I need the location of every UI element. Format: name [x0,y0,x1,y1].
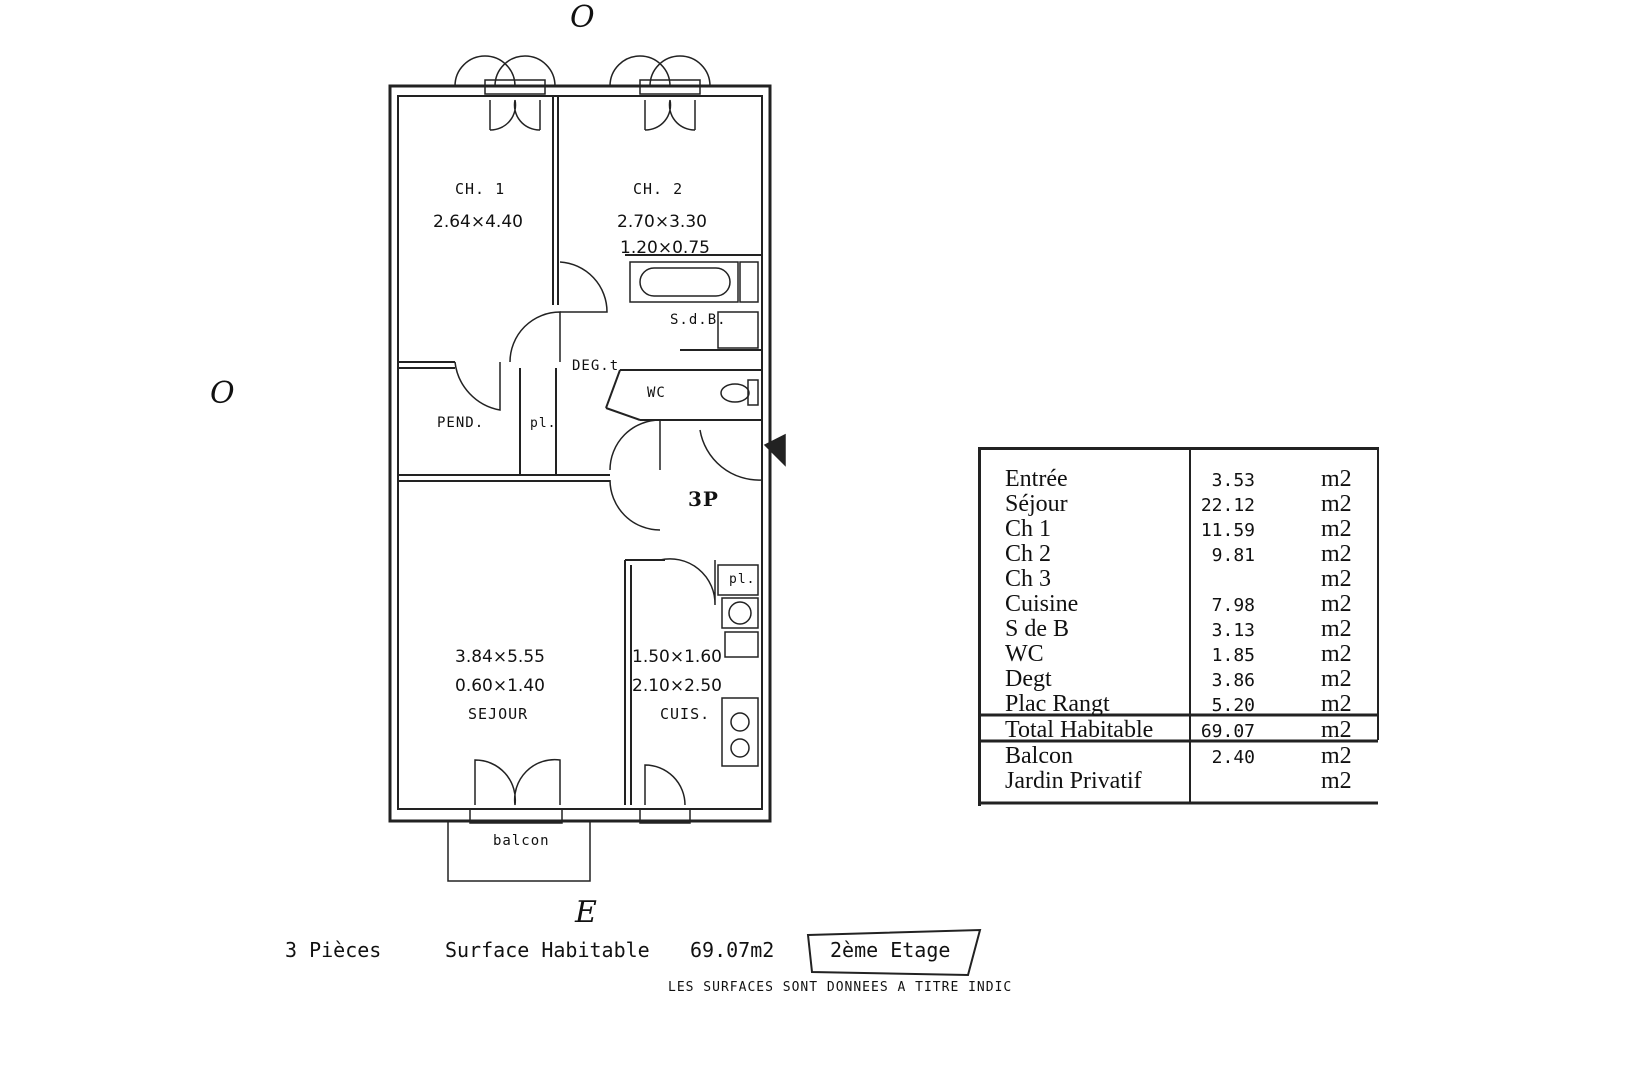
row-unit: m2 [1321,541,1352,567]
footer-pieces: 3 Pièces [285,938,382,962]
footer-surface-value: 69.07m2 [690,938,775,962]
compass-north: O [570,0,595,35]
room-ch2-dims2: 1.20×0.75 [620,238,710,258]
row-unit: m2 [1321,743,1352,769]
table-row-total: Total Habitable 69.07 m2 [981,717,1379,743]
room-sejour-label: SEJOUR [468,705,529,723]
table-row: Jardin Privatif m2 [981,768,1379,794]
row-unit: m2 [1321,566,1352,592]
room-pend-label: PEND. [437,415,485,431]
room-wc-label: WC [647,385,666,401]
table-row: Degt 3.86 m2 [981,666,1379,692]
table-row: Séjour 22.12 m2 [981,491,1379,517]
table-row: Entrée 3.53 m2 [981,466,1379,492]
door-swings [454,55,763,806]
table-row: WC 1.85 m2 [981,641,1379,667]
bathtub [629,261,739,303]
row-name: Degt [1005,666,1052,692]
row-value: 1.85 [1211,645,1255,666]
interior-walls [398,96,762,805]
room-cuis-label: CUIS. [660,705,711,723]
room-sdb-label: S.d.B. [670,312,727,328]
room-pl-label: pl. [530,416,557,431]
table-row: Plac Rangt 5.20 m2 [981,691,1379,717]
room-ch2-dims: 2.70×3.30 [617,212,707,232]
balcony-label: balcon [493,833,550,849]
row-value: 3.53 [1211,470,1255,491]
room-sejour-dims: 3.84×5.55 [455,647,545,667]
compass-south: E [575,895,597,930]
row-value: 69.07 [1200,721,1255,742]
footer-note: LES SURFACES SONT DONNEES A TITRE INDIC [668,980,1013,995]
row-value: 2.40 [1211,747,1255,768]
row-value: 3.86 [1211,670,1255,691]
room-cuis-dims2: 2.10×2.50 [632,676,722,696]
row-value: 9.81 [1211,545,1255,566]
row-unit: m2 [1321,666,1352,692]
floor-box [806,928,982,977]
room-ch1-label: CH. 1 [455,180,506,198]
row-name: Ch 1 [1005,516,1052,542]
row-unit: m2 [1321,616,1352,642]
row-name: Plac Rangt [1005,691,1110,717]
row-name: Jardin Privatif [1005,768,1142,794]
row-unit: m2 [1321,641,1352,667]
row-unit: m2 [1321,516,1352,542]
fixtures [447,79,786,882]
row-unit: m2 [1321,466,1352,492]
kitchen-pl-label: pl. [729,572,756,587]
table-row: Ch 2 9.81 m2 [981,541,1379,567]
row-name: Ch 2 [1005,541,1052,567]
footer-floor: 2ème Etage [830,938,951,962]
surface-table: Entrée 3.53 m2 Séjour 22.12 m2 Ch 1 11.59 m2 C… [978,447,1379,806]
room-ch2-label: CH. 2 [633,180,684,198]
compass-west: O [210,376,235,411]
outer-wall [388,84,772,823]
row-value: 5.20 [1211,695,1255,716]
table-row: Ch 1 11.59 m2 [981,516,1379,542]
table-row: Ch 3 m2 [981,566,1379,592]
room-degt-label: DEG.t [572,358,620,374]
room-cuis-dims: 1.50×1.60 [632,647,722,667]
row-unit: m2 [1321,591,1352,617]
entry-label: 3P [688,487,719,511]
row-name: Balcon [1005,743,1073,769]
row-unit: m2 [1321,768,1352,794]
row-value: 7.98 [1211,595,1255,616]
row-unit: m2 [1321,491,1352,517]
row-name: S de B [1005,616,1070,642]
inner-wall [397,95,763,810]
row-name: Entrée [1005,466,1068,492]
row-name: WC [1005,641,1044,667]
table-lines [806,449,1379,977]
room-sejour-dims2: 0.60×1.40 [455,676,545,696]
toilet [720,383,750,403]
table-row: Cuisine 7.98 m2 [981,591,1379,617]
row-unit: m2 [1321,717,1352,743]
entrance-arrow-icon [763,433,786,467]
row-name: Séjour [1005,491,1068,517]
row-unit: m2 [1321,691,1352,717]
row-value: 22.12 [1200,495,1255,516]
row-value: 11.59 [1200,520,1255,541]
table-row: S de B 3.13 m2 [981,616,1379,642]
balcony [447,820,591,882]
room-ch1-dims: 2.64×4.40 [433,212,523,232]
row-name: Total Habitable [1005,717,1154,743]
row-name: Cuisine [1005,591,1079,617]
row-value: 3.13 [1211,620,1255,641]
sink [717,311,759,349]
row-name: Ch 3 [1005,566,1052,592]
table-row: Balcon 2.40 m2 [981,743,1379,769]
footer-surface-label: Surface Habitable [445,938,650,962]
